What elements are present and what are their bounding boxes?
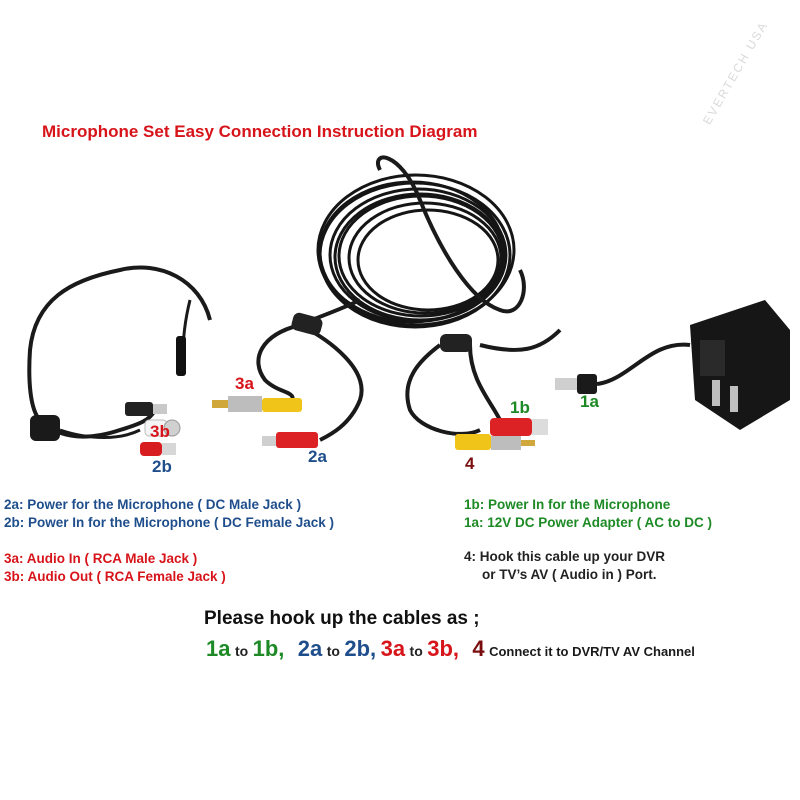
diagram-title: Microphone Set Easy Connection Instructi… [42,122,478,141]
microphone [27,265,212,441]
dc-male-red [262,432,318,448]
summary-to-2: to [326,643,340,659]
label-2a: 2a [308,447,327,466]
summary-4: 4 [472,636,485,661]
summary-3a: 3a [380,636,406,661]
summary-to-1: to [234,643,249,659]
label-3b: 3b [150,422,170,441]
summary-to-3: to [409,643,423,659]
summary-3b: 3b, [427,636,460,661]
label-3a: 3a [235,374,254,393]
summary-connect-text: Connect it to DVR/TV AV Channel [489,644,695,659]
dc-female-red-mic [140,442,176,456]
description-1b: 1b: Power In for the Microphone [464,497,671,512]
power-adapter [555,300,790,430]
description-2b: 2b: Power In for the Microphone ( DC Fem… [4,515,335,530]
summary-2a: 2a [297,636,323,661]
ferrite-core [291,312,323,336]
cable-leads [256,155,562,442]
dc-female-red [490,418,548,436]
summary-1b: 1b, [252,636,285,661]
description-3a: 3a: Audio In ( RCA Male Jack ) [4,551,198,566]
rca-female-white [144,419,181,437]
cable-coil [316,173,516,329]
label-1a: 1a [580,392,599,411]
label-1b: 1b [510,398,530,417]
label-4: 4 [465,454,475,473]
summary-1a: 1a [206,636,231,661]
rca-yellow-audio-out [455,434,535,450]
connection-summary: 1a to 1b, 2a to 2b, 3a to 3b, 4 Connect … [206,636,695,662]
description-4-line2: or TV’s AV ( Audio in ) Port. [482,567,657,582]
dc-male-jack-mic [125,402,167,416]
ferrite-core [440,334,472,352]
label-2b: 2b [152,457,172,476]
description-1a: 1a: 12V DC Power Adapter ( AC to DC ) [464,515,713,530]
description-2a: 2a: Power for the Microphone ( DC Male J… [4,497,302,512]
instruction-heading: Please hook up the cables as ; [204,608,480,629]
summary-2b: 2b, [344,636,377,661]
rca-male-yellow [212,396,302,412]
description-4-line1: 4: Hook this cable up your DVR [464,549,666,564]
description-3b: 3b: Audio Out ( RCA Female Jack ) [4,569,226,584]
